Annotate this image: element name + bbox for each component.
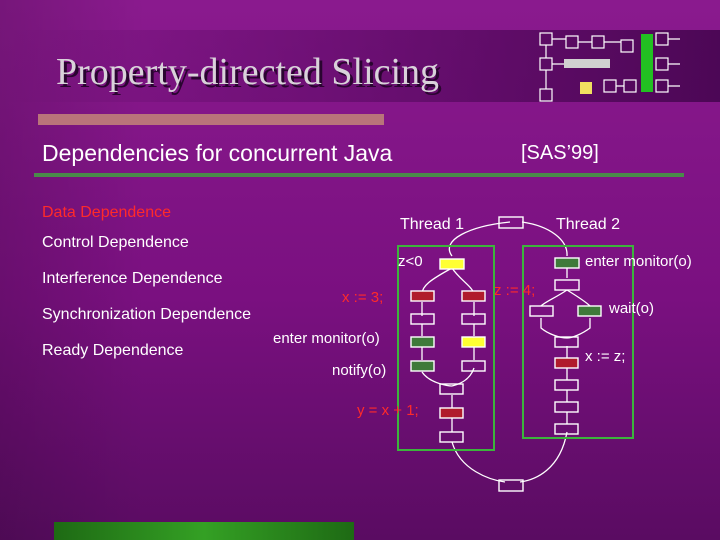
t1-label-enter: enter monitor(o) bbox=[273, 330, 380, 347]
fork-edge-thread2 bbox=[521, 221, 568, 257]
t2-label-wait: wait(o) bbox=[609, 300, 655, 317]
t2-node-assign bbox=[554, 279, 580, 291]
fork-node bbox=[498, 216, 524, 229]
t1-node-notify bbox=[410, 360, 435, 372]
legend-data-dependence: Data Dependence bbox=[42, 204, 171, 221]
thread2-box bbox=[522, 245, 634, 439]
t1-label-update: y = x + 1; bbox=[357, 402, 419, 419]
legend-synchronization-dependence: Synchronization Dependence bbox=[42, 306, 252, 323]
t2-node-read bbox=[554, 357, 579, 369]
t2-node-m bbox=[554, 336, 579, 348]
t1-node-a bbox=[410, 313, 435, 325]
t2-node-enter bbox=[554, 257, 580, 269]
t1-node-c bbox=[461, 360, 486, 372]
t1-node-enter bbox=[410, 336, 435, 348]
bottom-accent-bar bbox=[54, 522, 354, 540]
t2-node-left bbox=[529, 305, 554, 317]
t1-node-d bbox=[439, 383, 464, 395]
t1-label-assign: x := 3; bbox=[342, 289, 384, 306]
join-edge-thread2 bbox=[519, 431, 568, 483]
legend-ready-dependence: Ready Dependence bbox=[42, 342, 184, 359]
citation: [SAS’99] bbox=[521, 142, 599, 164]
thread1-label: Thread 1 bbox=[400, 216, 465, 233]
subtitle-rule bbox=[34, 173, 684, 177]
t1-node-exit bbox=[439, 431, 464, 443]
t1-label-notify: notify(o) bbox=[332, 362, 387, 379]
join-edge-thread1 bbox=[451, 441, 506, 483]
t2-label-enter: enter monitor(o) bbox=[585, 253, 692, 270]
t1-label-cond: z<0 bbox=[398, 253, 423, 270]
t2-node-n bbox=[554, 379, 579, 391]
t1-node-yellow bbox=[461, 336, 486, 348]
t2-label-read: x := z; bbox=[585, 348, 626, 365]
t2-label-assign: z := 4; bbox=[494, 282, 536, 299]
join-node bbox=[498, 479, 524, 492]
t2-node-wait bbox=[577, 305, 602, 317]
t2-node-p bbox=[554, 423, 579, 435]
t1-node-update bbox=[439, 407, 464, 419]
legend-control-dependence: Control Dependence bbox=[42, 234, 189, 251]
t1-node-b bbox=[461, 313, 486, 325]
thread2-label: Thread 2 bbox=[556, 216, 621, 233]
title-underline bbox=[38, 114, 384, 125]
slide-subtitle: Dependencies for concurrent Java bbox=[42, 140, 393, 166]
thread1-box bbox=[397, 245, 495, 451]
t1-node-z-write bbox=[461, 290, 486, 302]
slide-title: Property-directed Slicing bbox=[56, 51, 440, 93]
t2-node-o bbox=[554, 401, 579, 413]
t1-node-assign bbox=[410, 290, 435, 302]
t1-node-cond bbox=[439, 258, 465, 270]
legend-interference-dependence: Interference Dependence bbox=[42, 270, 223, 287]
